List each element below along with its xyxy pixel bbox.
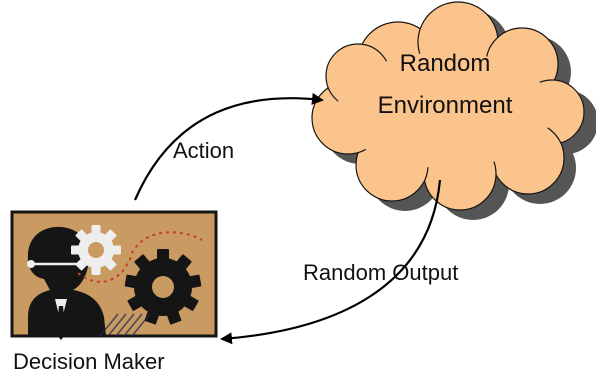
diagonal-stripes [99, 313, 151, 337]
decision-maker-label: Decision Maker [13, 349, 165, 374]
action-label: Action [173, 138, 235, 163]
white-gear-icon [71, 225, 121, 275]
action-arrow [133, 92, 324, 201]
random-output-arrow [220, 179, 442, 345]
environment-cloud-fill-core [337, 52, 553, 168]
tie [56, 306, 66, 340]
environment-title-line1: Random [399, 50, 491, 77]
random-output-label: Random Output [303, 260, 459, 285]
decision-maker-picture [10, 210, 218, 340]
red-dotted-path [77, 231, 203, 283]
environment-title-line2: Environment [377, 92, 513, 119]
black-gear-icon [124, 249, 202, 325]
